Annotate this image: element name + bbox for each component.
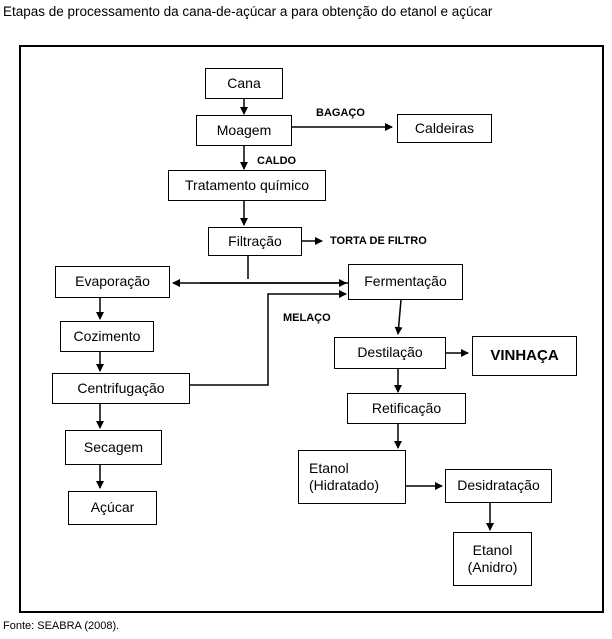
box-centrifugacao: Centrifugação xyxy=(52,373,190,404)
box-evaporacao: Evaporação xyxy=(55,266,170,298)
box-moagem: Moagem xyxy=(196,115,292,146)
box-retificacao: Retificação xyxy=(347,393,466,424)
arrow-centrifugacao-fermentacao xyxy=(190,290,347,386)
arrow-fermentacao-destilacao xyxy=(394,299,403,335)
box-caldeiras: Caldeiras xyxy=(397,114,492,143)
box-etanol-hidratado: Etanol (Hidratado) xyxy=(298,450,406,504)
label-bagaco: BAGAÇO xyxy=(316,107,365,119)
box-fermentacao: Fermentação xyxy=(348,264,463,300)
label-caldo: CALDO xyxy=(257,155,297,167)
box-vinhaca: VINHAÇA xyxy=(472,336,577,376)
source-citation: Fonte: SEABRA (2008). xyxy=(3,620,120,632)
label-torta-de-filtro: TORTA DE FILTRO xyxy=(330,235,427,247)
diagram-title: Etapas de processamento da cana-de-açúca… xyxy=(3,4,493,19)
box-etanol-anidro: Etanol (Anidro) xyxy=(453,532,532,586)
box-tratamento-quimico: Tratamento químico xyxy=(168,170,326,201)
box-acucar: Açúcar xyxy=(68,491,157,525)
box-secagem: Secagem xyxy=(65,430,162,465)
box-cana: Cana xyxy=(205,68,283,99)
label-melaco: MELAÇO xyxy=(283,312,331,324)
box-desidratacao: Desidratação xyxy=(445,469,552,503)
box-cozimento: Cozimento xyxy=(60,321,154,352)
box-destilacao: Destilação xyxy=(334,337,446,369)
box-filtracao: Filtração xyxy=(208,227,302,256)
